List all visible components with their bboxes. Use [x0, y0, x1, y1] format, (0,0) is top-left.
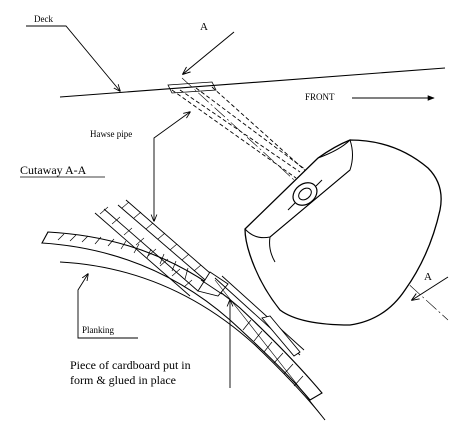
hull-inner-line: [59, 261, 326, 421]
cardboard-piece: [214, 275, 305, 357]
hawse-pipe-label: Hawse pipe: [90, 129, 132, 139]
planking-leader: [77, 274, 138, 339]
deck-opening: [167, 81, 217, 94]
deck-line: [59, 67, 446, 98]
front-label: FRONT: [305, 92, 335, 102]
anchor-top-face: [244, 139, 353, 239]
anchor-edge: [269, 169, 351, 238]
planking-label: Planking: [82, 325, 115, 335]
section-a-top-arrow: [183, 31, 235, 74]
hull-planking: [41, 231, 323, 401]
hawse-pipe-leader-top: [153, 112, 190, 149]
cutaway-section-line: [214, 279, 326, 421]
hawse-pipe-dashed: [171, 86, 319, 183]
section-a-top-label: A: [200, 21, 208, 33]
anchor-body: [244, 139, 442, 326]
note-line-2: form & glued in place: [70, 373, 176, 387]
cutaway-hawse-pipe: [94, 199, 229, 297]
anchor-ring: [287, 179, 323, 211]
anchor-side-edge: [269, 236, 276, 263]
section-a-bottom-arrow: [412, 276, 449, 300]
note-line-1: Piece of cardboard put in: [70, 358, 191, 372]
deck-leader: [26, 25, 120, 91]
cutaway-label: Cutaway A-A: [20, 163, 87, 177]
section-a-bottom-label: A: [424, 271, 432, 283]
deck-label: Deck: [34, 14, 53, 24]
